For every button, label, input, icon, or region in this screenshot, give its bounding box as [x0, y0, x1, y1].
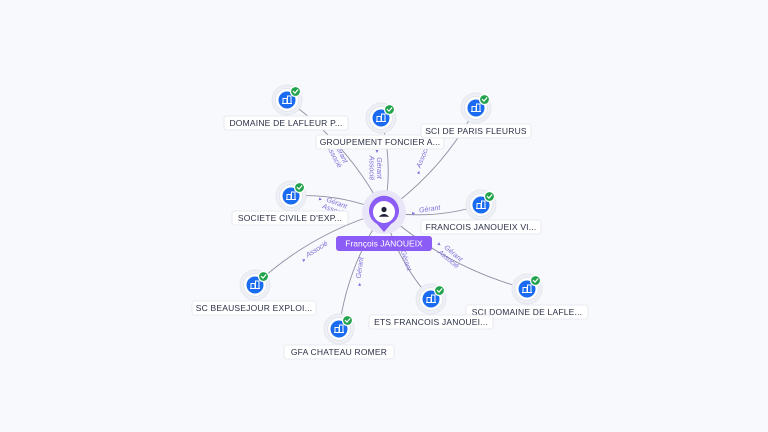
edge-label: Associé [368, 155, 375, 181]
node-label-box [465, 304, 589, 320]
building-icon [282, 95, 292, 104]
building-icon [426, 294, 436, 303]
building-icon [476, 200, 486, 209]
edge-label: Gérant [375, 157, 382, 179]
node-label: SCI DE PARIS FLEURUS [425, 126, 527, 136]
verified-check-icon [529, 274, 542, 287]
node-label: ETS FRANCOIS JANOUEI... [374, 317, 488, 327]
edge-label: Associé [304, 240, 329, 260]
building-icon [334, 324, 344, 333]
edge-label: Gérant [399, 249, 413, 273]
edge-arrow [358, 282, 361, 287]
node-label: DOMAINE DE LAFLEUR P... [229, 118, 342, 128]
company-node[interactable]: ETS FRANCOIS JANOUEI... [368, 283, 494, 330]
verified-check-icon [293, 181, 306, 194]
node-label-box [315, 134, 445, 150]
edge-arrow [302, 259, 306, 263]
node-label-box [420, 123, 532, 139]
building-icon [376, 113, 386, 122]
building-icon [522, 284, 532, 293]
verified-check-icon [478, 93, 491, 106]
node-label: SCI DOMAINE DE LAFLE... [472, 307, 582, 317]
edge-label: Gérant [356, 256, 366, 279]
verified-check-icon [383, 103, 396, 116]
nodes-layer: DOMAINE DE LAFLEUR P... GROUPEMENT FONCIE… [191, 84, 589, 360]
company-node[interactable]: DOMAINE DE LAFLEUR P... [223, 84, 349, 131]
node-label: SOCIETE CIVILE D'EXP... [238, 213, 342, 223]
node-label: SC BEAUSEJOUR EXPLOI... [196, 303, 313, 313]
company-node[interactable]: FRANCOIS JANOUEIX VI... [420, 189, 542, 235]
center-label-box [336, 236, 432, 251]
edge-arrow [437, 242, 441, 246]
edge-arrow [318, 197, 322, 201]
company-node[interactable]: SCI DE PARIS FLEURUS [420, 92, 532, 139]
verified-check-icon [433, 284, 446, 297]
node-label-box [368, 314, 494, 330]
verified-check-icon [341, 314, 354, 327]
building-icon [250, 280, 260, 289]
company-node[interactable]: GROUPEMENT FONCIER A... [315, 102, 445, 150]
node-label-box [420, 219, 542, 235]
verified-check-icon [483, 190, 496, 203]
center-node[interactable]: François JANOUEIX [336, 190, 432, 251]
verified-check-icon [257, 270, 270, 283]
node-label-box [283, 344, 395, 360]
edge-label-group-n5: Gérant [411, 204, 442, 215]
building-icon [286, 191, 296, 200]
node-label: GROUPEMENT FONCIER A... [320, 137, 441, 147]
company-node[interactable]: SC BEAUSEJOUR EXPLOI... [191, 269, 317, 316]
edge-label-group-n9: Gérant [356, 256, 366, 287]
edge-arrow [411, 212, 416, 215]
edge-label-group-n6: Associé [302, 240, 329, 263]
company-node[interactable]: SCI DOMAINE DE LAFLE... [465, 273, 589, 320]
company-node[interactable]: GFA CHATEAU ROMER [283, 313, 395, 360]
center-label: François JANOUEIX [345, 239, 423, 249]
person-icon [378, 206, 390, 217]
verified-check-icon [289, 85, 302, 98]
company-node[interactable]: SOCIETE CIVILE D'EXP... [231, 180, 349, 226]
edge-arrow [375, 150, 379, 153]
node-label-box [223, 115, 349, 131]
node-label-box [231, 210, 349, 226]
node-label: FRANCOIS JANOUEIX VI... [426, 222, 537, 232]
edge-arrow [416, 170, 420, 175]
edge-label: Gérant [419, 204, 442, 214]
building-icon [471, 103, 481, 112]
node-label: GFA CHATEAU ROMER [291, 347, 387, 357]
node-label-box [191, 300, 317, 316]
